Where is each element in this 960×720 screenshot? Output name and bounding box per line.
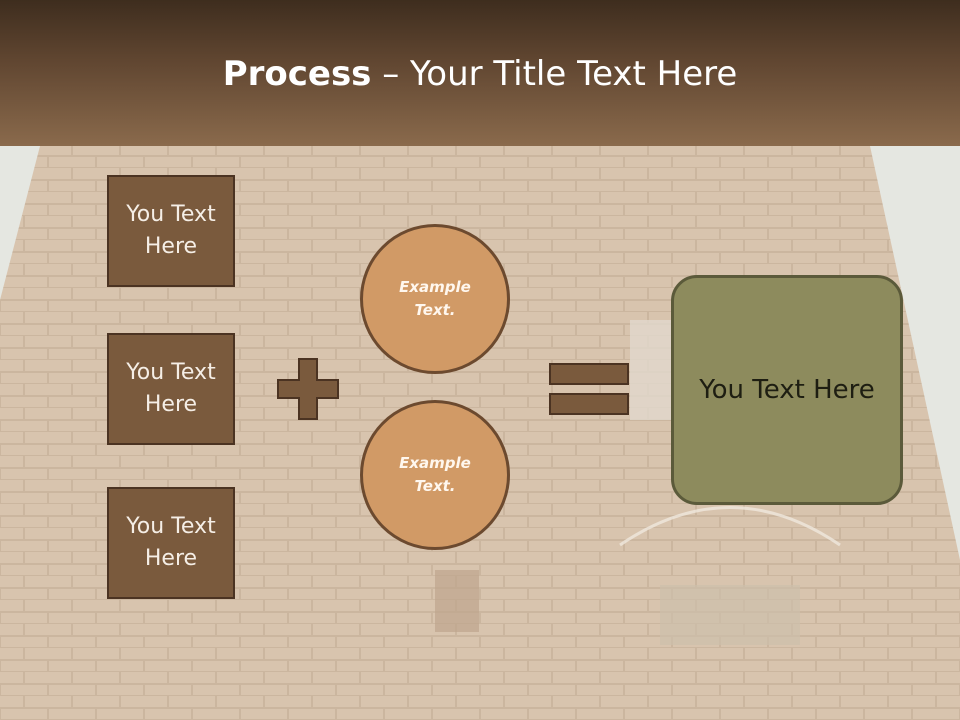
title-bar: Process – Your Title Text Here: [0, 0, 960, 146]
result-text: You Text Here: [699, 375, 875, 405]
plus-icon: [277, 358, 339, 420]
input-box-2-line1: You Text: [126, 360, 216, 385]
input-box-2-line2: Here: [144, 392, 198, 417]
input-box-3-line1: You Text: [126, 514, 216, 539]
input-box-1-line1: You Text: [126, 202, 216, 227]
input-box-3-line2: Here: [144, 546, 198, 571]
example-circle-2-line1: Example: [399, 454, 471, 472]
title-rest: – Your Title Text Here: [371, 54, 738, 94]
example-circle-1-line1: Example: [399, 278, 471, 296]
slide-title: Process – Your Title Text Here: [0, 54, 960, 94]
title-bold: Process: [222, 54, 372, 94]
equals-icon: [549, 363, 629, 415]
example-circle-2-line2: Text.: [414, 477, 456, 495]
example-circle-1-line2: Text.: [414, 301, 456, 319]
input-box-1-line2: Here: [144, 234, 198, 259]
result-box[interactable]: You Text Here: [671, 275, 903, 505]
